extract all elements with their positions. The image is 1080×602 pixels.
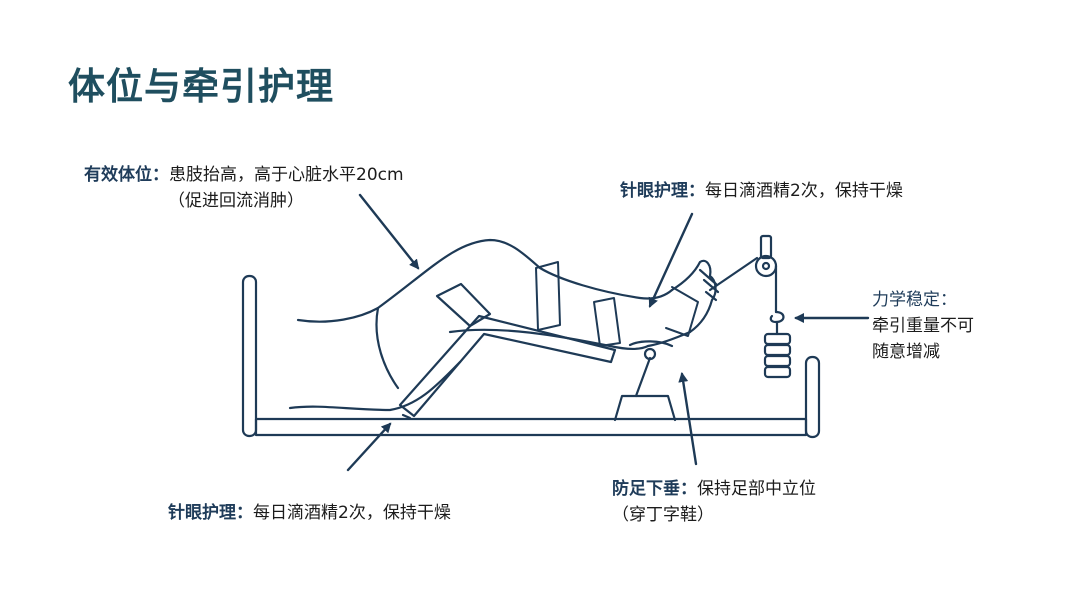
page-title: 体位与牵引护理 (68, 65, 334, 108)
annotation-text: 患肢抬高，高于心脏水平20cm (169, 165, 404, 185)
splint-frame (398, 282, 617, 420)
bed (241, 274, 821, 439)
annotation-text: 每日滴酒精2次，保持干燥 (253, 503, 451, 523)
annotation-label: 针眼护理 (620, 181, 688, 201)
annotation-pin-bottom: 针眼护理：每日滴酒精2次，保持干燥 (168, 503, 451, 523)
annotation-text: 牵引重量不可 (872, 316, 974, 336)
traction-pulley (708, 234, 792, 379)
annotation-subtext: （穿丁字鞋） (612, 505, 714, 525)
annotation-pin-top: 针眼护理：每日滴酒精2次，保持干燥 (620, 181, 903, 201)
annotation-label: 针眼护理 (168, 503, 236, 523)
foot-support (613, 340, 677, 422)
leg-straps (535, 261, 699, 347)
annotation-position: 有效体位：患肢抬高，高于心脏水平20cm （促进回流消肿） (84, 162, 404, 214)
annotation-label: 防足下垂 (612, 479, 680, 499)
annotation-subtext: （促进回流消肿） (168, 191, 304, 211)
annotation-text: 保持足部中立位 (697, 479, 816, 499)
annotation-mechanics: 力学稳定： 牵引重量不可 随意增减 (872, 287, 974, 365)
annotation-label: 力学稳定 (872, 290, 940, 310)
annotation-text: 每日滴酒精2次，保持干燥 (705, 181, 903, 201)
annotation-subtext: 随意增减 (872, 342, 940, 362)
annotation-footdrop: 防足下垂：保持足部中立位 （穿丁字鞋） (612, 476, 816, 528)
patient-leg (288, 238, 720, 412)
annotation-label: 有效体位 (84, 165, 152, 185)
pointer-arrows (346, 193, 870, 472)
